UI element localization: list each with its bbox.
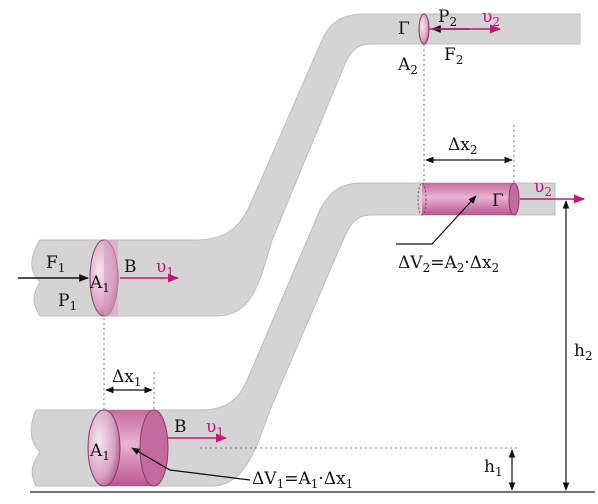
label-gamma-upper: Γ xyxy=(398,19,410,39)
label-p2: P2 xyxy=(438,7,457,29)
lower-pipe xyxy=(30,182,556,487)
label-f2: F2 xyxy=(444,45,463,67)
pointer-lines xyxy=(131,195,477,481)
label-dv1-equation: ΔV1=A1·Δx1 xyxy=(252,469,353,491)
label-f1: F1 xyxy=(46,253,65,275)
label-a2: A2 xyxy=(397,55,418,77)
label-gamma-lower: Γ xyxy=(492,191,504,211)
label-v1-upper: υ1 xyxy=(156,257,174,279)
label-a1-lower: A1 xyxy=(89,441,110,463)
upper-right-piston xyxy=(418,13,430,45)
dv2-pointer xyxy=(396,195,477,245)
label-b-upper: B xyxy=(124,257,137,277)
label-v1-lower: υ1 xyxy=(206,417,224,439)
upper-pipe xyxy=(31,13,581,317)
label-dx1: Δx1 xyxy=(112,367,142,389)
label-v2-lower: υ2 xyxy=(534,177,552,199)
lower-left-fluid xyxy=(87,409,169,487)
dv1-pointer xyxy=(131,447,251,481)
upper-pipe-body xyxy=(31,13,581,317)
label-v2-upper: υ2 xyxy=(482,7,500,29)
label-h1: h1 xyxy=(484,457,503,479)
label-a1-upper: A1 xyxy=(89,273,110,295)
dimension-arrows xyxy=(105,156,570,491)
label-dx2: Δx2 xyxy=(448,135,478,157)
velocity-arrows xyxy=(120,24,586,443)
label-h2: h2 xyxy=(574,341,593,363)
label-b-lower: B xyxy=(174,417,187,437)
lower-right-fluid xyxy=(417,182,520,216)
upper-left-piston xyxy=(89,239,119,317)
label-dv2-equation: ΔV2=A2·Δx2 xyxy=(398,253,499,275)
lower-pipe-body xyxy=(30,182,556,487)
label-p1: P1 xyxy=(58,291,77,313)
